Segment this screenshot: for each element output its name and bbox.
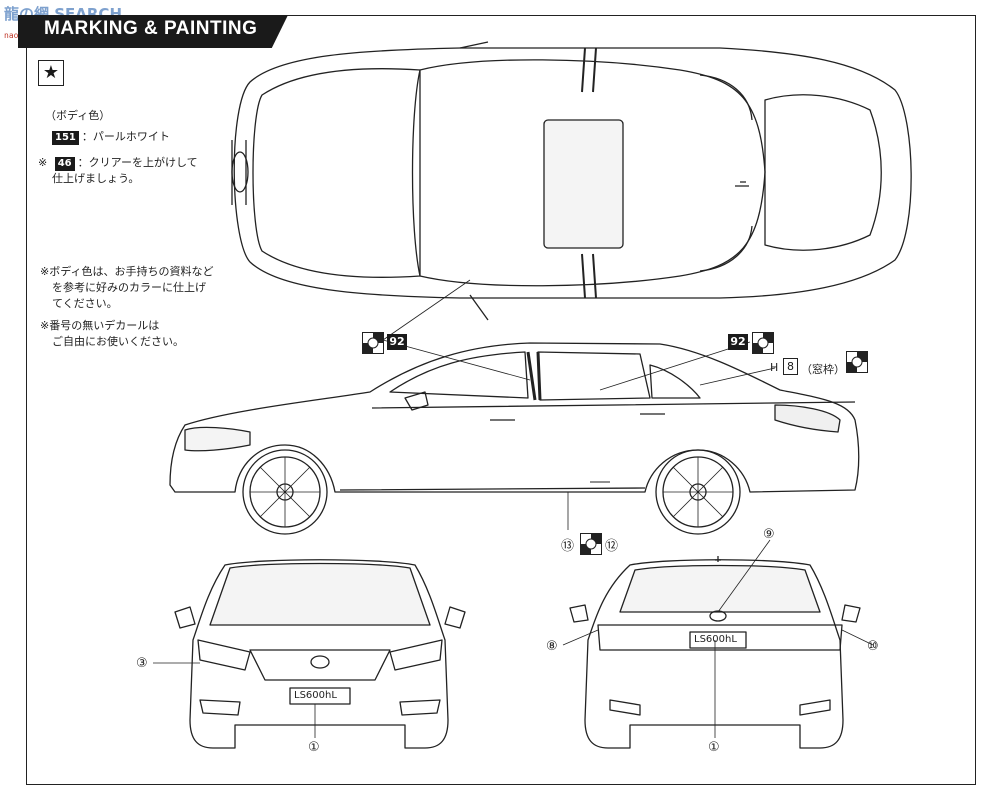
rear-license-plate: LS600hL [694, 634, 737, 645]
page-title: MARKING & PAINTING [44, 18, 258, 39]
note-mark: ※ [38, 156, 48, 169]
callout-3: ③ [136, 656, 148, 671]
callout-8: ⑧ [546, 639, 558, 654]
front-license-plate: LS600hL [294, 690, 337, 701]
callout-12: ⑫ [605, 539, 619, 554]
decal-icon [752, 332, 774, 354]
decal-note-1: ※番号の無いデカールは [40, 319, 160, 332]
window-frame-label: （窓枠） [801, 363, 845, 376]
callout-10: ⑩ [867, 639, 879, 654]
decal-92-badge-left: 92 [387, 334, 407, 350]
callout-9: ⑨ [763, 527, 775, 542]
callout-1-rear: ① [708, 740, 720, 755]
callout-1-front: ① [308, 740, 320, 755]
top-view [231, 41, 912, 321]
color-code-badge: 151 [52, 131, 79, 145]
color-46-line: ※ 46：クリアーを上がけして [38, 155, 198, 171]
front-view [174, 559, 466, 749]
star-icon: ★ [38, 60, 64, 86]
color-46-cont: 仕上げましょう。 [52, 172, 140, 185]
h-number-box: 8 [783, 358, 798, 375]
body-note-2: を参考に好みのカラーに仕上げ [52, 281, 206, 294]
callout-13: ⑬ [561, 539, 575, 554]
side-view [169, 342, 860, 535]
header-bar [18, 15, 288, 48]
color-151-line: 151：パールホワイト [52, 129, 170, 145]
decal-icon [362, 332, 384, 354]
decal-92-badge-right: 92 [728, 334, 748, 350]
body-note-3: てください。 [52, 297, 118, 310]
decal-icon [846, 351, 868, 373]
leader-lines [153, 279, 874, 738]
decal-icon [580, 533, 602, 555]
rear-view [569, 556, 861, 749]
body-note-1: ※ボディ色は、お手持ちの資料など [40, 265, 214, 278]
color-151-text: ：パールホワイト [81, 130, 170, 143]
h-label: H [770, 361, 779, 374]
body-color-heading: （ボディ色） [45, 109, 111, 122]
color-46-text: ：クリアーを上がけして [77, 156, 198, 169]
color-code-badge: 46 [54, 157, 75, 171]
decal-note-2: ご自由にお使いください。 [52, 335, 184, 348]
drawing-frame [26, 15, 976, 785]
